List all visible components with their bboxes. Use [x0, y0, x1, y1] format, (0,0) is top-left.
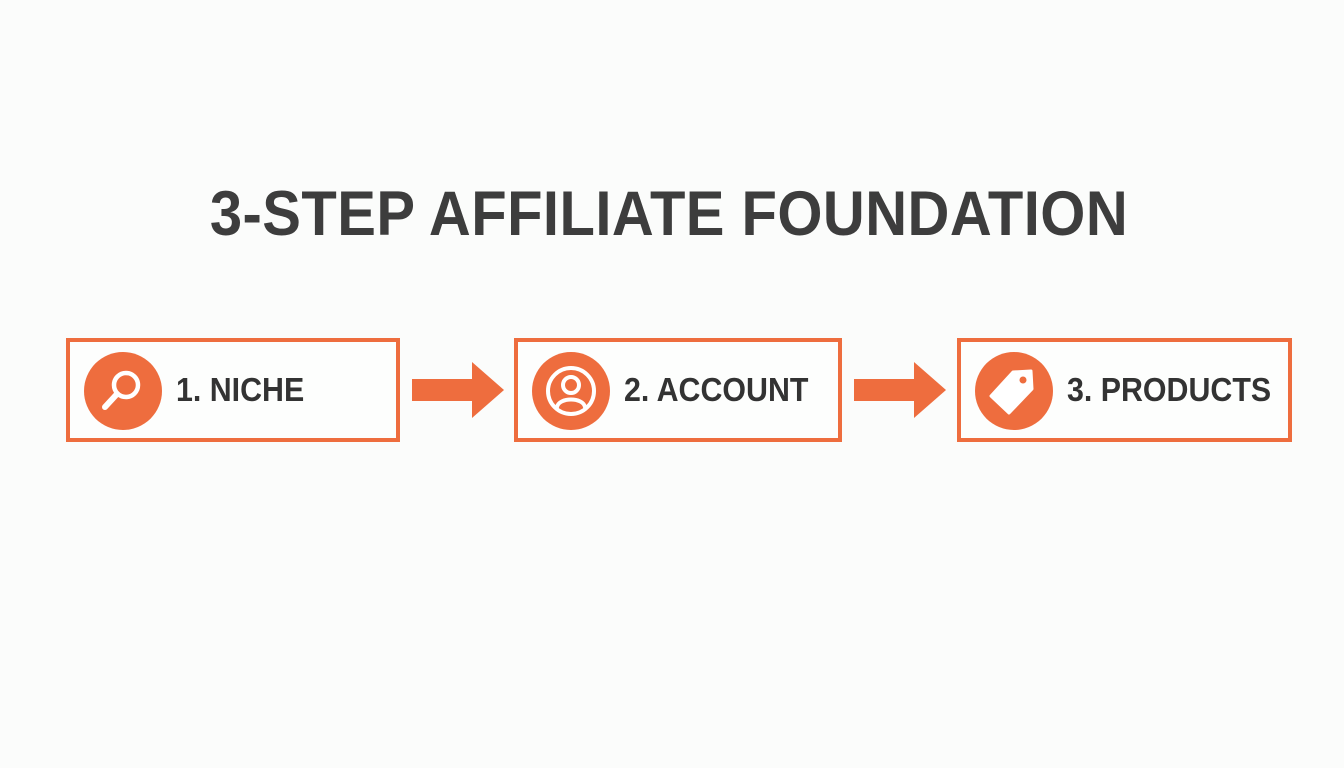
step-label: 2. ACCOUNT — [624, 371, 809, 408]
step-label: 1. NICHE — [176, 371, 305, 408]
arrow-right-icon — [412, 362, 504, 418]
search-icon — [102, 370, 141, 410]
user-icon — [546, 366, 596, 416]
price-tag-icon — [989, 369, 1034, 415]
step-icon-circle — [84, 352, 162, 430]
step-account: 2. ACCOUNT — [514, 338, 842, 442]
arrow-right-icon — [854, 362, 946, 418]
diagram-title: 3-STEP AFFILIATE FOUNDATION — [209, 179, 1129, 249]
step-niche: 1. NICHE — [66, 338, 400, 442]
step-icon-circle — [975, 352, 1053, 430]
step-products: 3. PRODUCTS — [957, 338, 1292, 442]
step-icon-circle — [532, 352, 610, 430]
step-label: 3. PRODUCTS — [1067, 371, 1272, 408]
